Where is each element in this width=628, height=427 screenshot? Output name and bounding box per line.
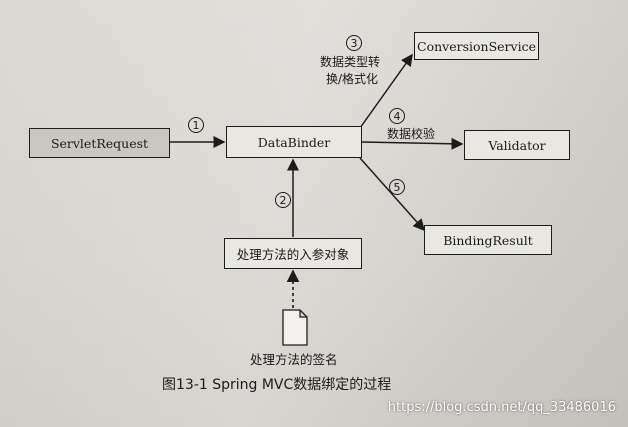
step-5-badge: 5: [389, 179, 405, 195]
step-3-badge: 3: [346, 35, 362, 51]
step-1-badge: 1: [188, 117, 204, 133]
validate-label: 数据校验: [387, 127, 436, 141]
document-icon: [282, 309, 308, 346]
convert-label-line1: 数据类型转: [320, 55, 381, 69]
edge-binder-to-validator: [361, 137, 464, 150]
validator-node: Validator: [464, 130, 570, 160]
source-watermark: https://blog.csdn.net/qq_33486016: [387, 400, 616, 415]
handler-params-label: 处理方法的入参对象: [236, 247, 350, 262]
binding-result-label: BindingResult: [443, 232, 533, 248]
servlet-request-label: ServletRequest: [50, 135, 149, 151]
conversion-service-node: ConversionService: [414, 32, 539, 60]
edge-binder-to-bindingresult: [359, 157, 425, 232]
data-binder-label: DataBinder: [257, 134, 331, 150]
handler-params-node: 处理方法的入参对象: [224, 238, 362, 269]
convert-label-line2: 换/格式化: [326, 72, 379, 86]
servlet-request-node: ServletRequest: [29, 128, 170, 158]
step-2-badge: 2: [275, 192, 291, 208]
handler-signature-label: 处理方法的签名: [250, 352, 338, 367]
step-4-badge: 4: [389, 108, 405, 124]
edge-binder-to-conversion: [359, 53, 413, 129]
validator-label: Validator: [488, 137, 546, 153]
conversion-service-label: ConversionService: [417, 38, 536, 54]
figure-caption: 图13-1 Spring MVC数据绑定的过程: [162, 377, 392, 393]
data-binder-node: DataBinder: [226, 126, 362, 158]
binding-result-node: BindingResult: [424, 225, 552, 255]
